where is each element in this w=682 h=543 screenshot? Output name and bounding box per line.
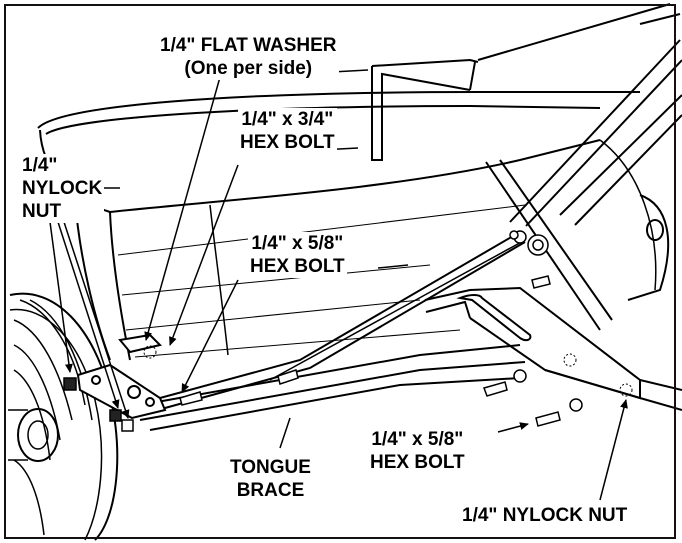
hex-bolt-58-lower-line1: 1/4" x 5/8" xyxy=(371,429,464,450)
flat-washer-line2: (One per side) xyxy=(184,58,313,79)
hex-bolt-34-line1: 1/4" x 3/4" xyxy=(241,109,334,130)
hex-bolt-58-upper-line2: HEX BOLT xyxy=(250,256,345,277)
nylock-nut-left-label: 1/4" NYLOCK NUT xyxy=(20,154,105,223)
hex-bolt-34-line2: HEX BOLT xyxy=(240,132,335,153)
nylock-nut-left-line3: NUT xyxy=(22,201,62,222)
nylock-nut-holes xyxy=(143,345,633,397)
tongue-brace-label: TONGUE BRACE xyxy=(228,456,313,502)
hex-bolt-58-lower-line2: HEX BOLT xyxy=(370,452,465,473)
tongue-brace-line2: BRACE xyxy=(236,480,305,501)
tongue xyxy=(424,286,682,411)
hex-bolt-58-upper-line1: 1/4" x 5/8" xyxy=(251,233,344,254)
nylock-nut-left-line1: 1/4" xyxy=(22,155,58,176)
nylock-nut-right-label: 1/4" NYLOCK NUT xyxy=(460,504,630,527)
hex-bolt-34-label: 1/4" x 3/4" HEX BOLT xyxy=(238,108,337,154)
left-wheel xyxy=(8,292,119,541)
flat-washer-label: 1/4" FLAT WASHER (One per side) xyxy=(158,34,339,80)
nylock-nut-right-line1: 1/4" NYLOCK NUT xyxy=(462,505,628,526)
leader-lines xyxy=(49,69,628,501)
left-bracket xyxy=(76,333,167,420)
nylock-nut-left-line2: NYLOCK xyxy=(22,178,103,199)
bolts xyxy=(179,230,583,427)
hex-bolt-58-upper-label: 1/4" x 5/8" HEX BOLT xyxy=(248,232,347,278)
hex-bolt-58-lower-label: 1/4" x 5/8" HEX BOLT xyxy=(368,428,467,474)
handle-frame xyxy=(371,3,682,331)
right-wheel xyxy=(627,194,670,301)
tongue-brace-bars xyxy=(139,231,526,431)
flat-washer-line1: 1/4" FLAT WASHER xyxy=(160,35,337,56)
left-nuts xyxy=(63,377,134,432)
tongue-brace-line1: TONGUE xyxy=(230,457,311,478)
hopper xyxy=(37,91,657,361)
